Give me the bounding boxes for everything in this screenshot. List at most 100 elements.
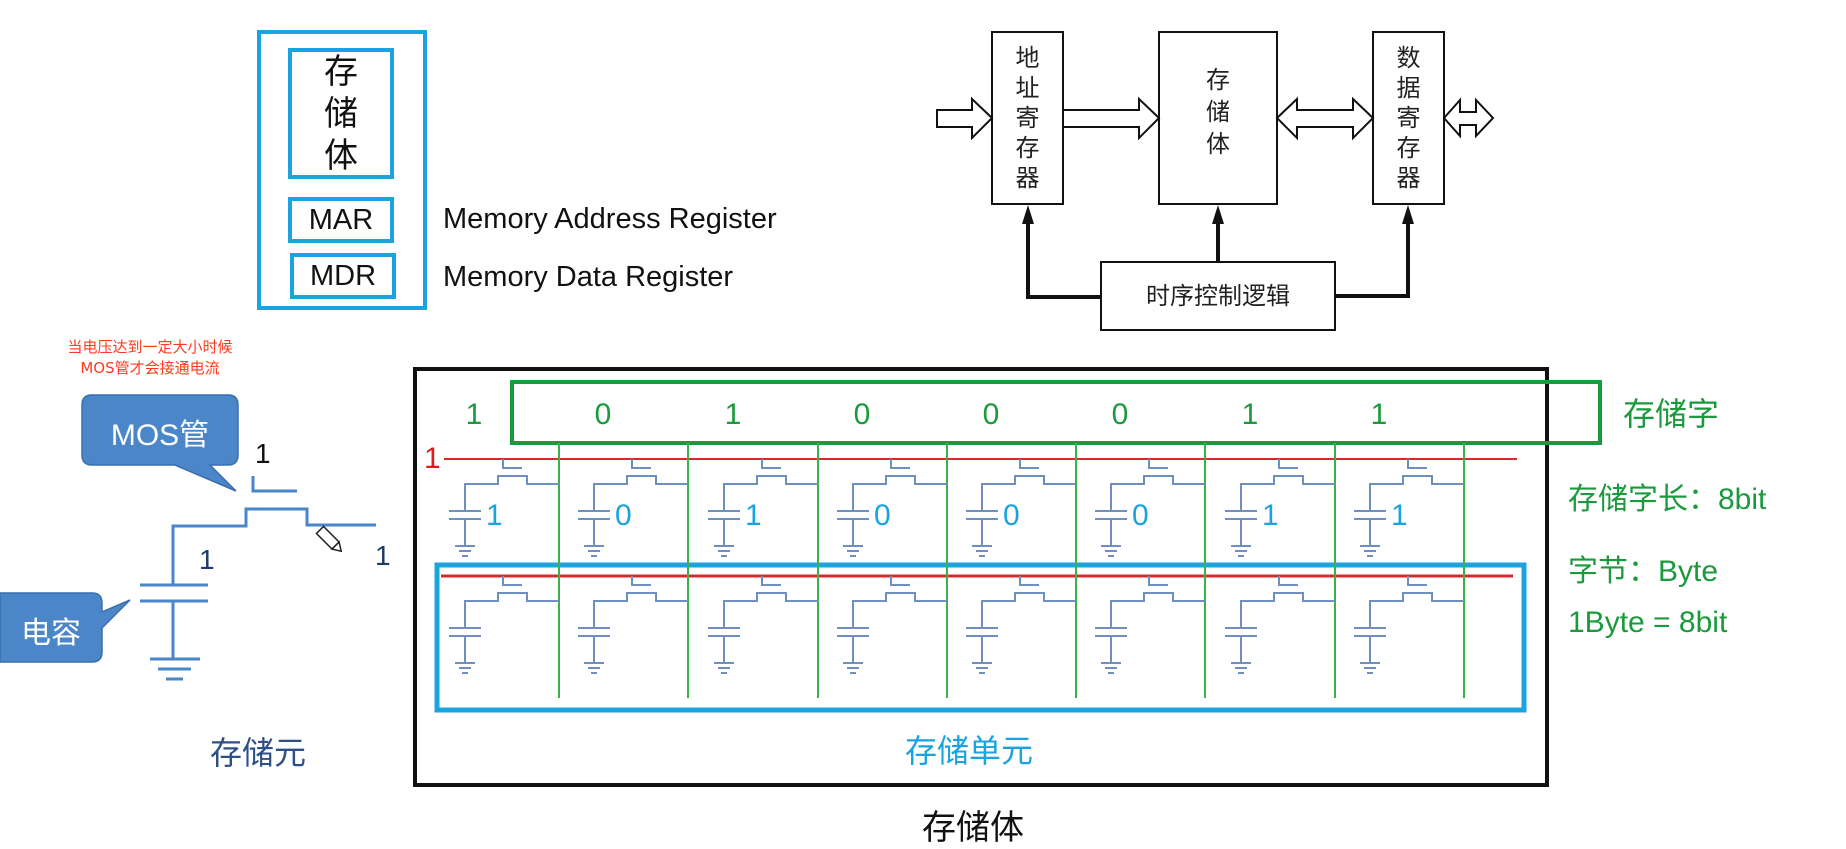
- cell-channel: [1369, 475, 1464, 511]
- cell-gate: [502, 576, 522, 586]
- word-length-label: 存储字长：8bit: [1568, 483, 1767, 516]
- arrowhead-up-icon: [1022, 205, 1034, 224]
- storage-word-bit: 0: [854, 398, 871, 431]
- block-diagram: [936, 31, 1495, 331]
- cell-value: 1: [1262, 499, 1279, 532]
- char: 寄: [1396, 104, 1421, 132]
- memory-cell: [1225, 459, 1335, 557]
- char: 据: [1396, 74, 1421, 102]
- cell-gate: [631, 576, 651, 586]
- cell-gate: [890, 576, 910, 586]
- memory-array-frame: [413, 367, 1549, 787]
- char: 寄: [1015, 104, 1040, 132]
- memory-cell: [837, 576, 947, 674]
- memory-cell: [1354, 576, 1464, 674]
- voltage-note-line2: MOS管才会接通电流: [80, 359, 220, 377]
- storage-body-box: 存 储 体: [288, 48, 394, 179]
- cell-channel: [1240, 475, 1335, 511]
- cell-channel: [723, 475, 818, 511]
- cell-gate: [1407, 576, 1427, 586]
- cell-channel: [593, 475, 688, 511]
- cell-gate: [1148, 459, 1168, 469]
- cell-value: 1: [745, 499, 762, 532]
- mdr-box: MDR: [290, 253, 396, 299]
- char: 器: [1396, 164, 1421, 192]
- mdr-label: MDR: [309, 259, 377, 292]
- cell-channel: [1369, 592, 1464, 628]
- cell-gate: [890, 459, 910, 469]
- cell-gate: [1148, 576, 1168, 586]
- storage-word-bit: 0: [983, 398, 1000, 431]
- memory-cell: [578, 576, 688, 674]
- cell-channel: [593, 592, 688, 628]
- storage-word-bit: 0: [1112, 398, 1129, 431]
- cell-channel: [464, 592, 559, 628]
- char: 器: [1015, 164, 1040, 192]
- char: 存: [1206, 66, 1230, 94]
- mos-callout-bubble: [81, 394, 239, 492]
- cell-value: 0: [874, 499, 891, 532]
- char: 体: [1206, 130, 1230, 158]
- memory-cell: [578, 459, 688, 557]
- capacitor-callout-bubble: [0, 592, 131, 663]
- memory-cell: [1354, 459, 1464, 557]
- char: 储: [1206, 98, 1230, 126]
- pencil-cursor-icon: [315, 525, 343, 553]
- storage-word-bit: 0: [595, 398, 612, 431]
- mar-label: MAR: [308, 203, 374, 236]
- mos-channel: [171, 507, 376, 585]
- storage-word-box: [510, 380, 1602, 445]
- storage-block-label: 存 储 体: [1159, 52, 1277, 172]
- storage-word-bit: 1: [725, 398, 742, 431]
- memory-cell: [1225, 576, 1335, 674]
- gate-terminal: [251, 476, 297, 493]
- storage-char: 体: [324, 135, 358, 176]
- char: 存: [1015, 134, 1040, 162]
- voltage-note-line1: 当电压达到一定大小时候: [67, 338, 233, 356]
- cell-channel: [1240, 592, 1335, 628]
- cell-value: 0: [1132, 499, 1149, 532]
- cell-gate: [761, 576, 781, 586]
- char: 址: [1015, 74, 1040, 102]
- memory-cell-diagram: [0, 394, 376, 681]
- mar-box: MAR: [288, 197, 394, 243]
- storage-unit-box: [434, 562, 1527, 713]
- gate-value: 1: [255, 438, 271, 469]
- cell-channel: [852, 475, 947, 511]
- cell-channel: [1110, 592, 1205, 628]
- memory-cell: [837, 459, 947, 557]
- control-to-address-line: [1026, 222, 1101, 299]
- input-arrow: [936, 96, 994, 141]
- cell-channel: [981, 592, 1076, 628]
- control-to-data-line: [1335, 222, 1410, 298]
- storage-word-bit: 1: [466, 398, 483, 431]
- cell-gate: [502, 459, 522, 469]
- voltage-note: 当电压达到一定大小时候 MOS管才会接通电流: [30, 337, 270, 379]
- arrowhead-up-icon: [1402, 205, 1414, 224]
- storage-char: 存: [324, 51, 358, 92]
- memory-array-caption: 存储体: [922, 808, 1024, 848]
- data-register-label: 数 据 寄 存 器: [1373, 32, 1444, 204]
- char: 数: [1396, 44, 1421, 72]
- cell-channel: [1110, 475, 1205, 511]
- cell-value: 0: [615, 499, 632, 532]
- cell-value: 1: [486, 499, 503, 532]
- byte-equation: 1Byte = 8bit: [1568, 606, 1728, 639]
- storage-data-double-arrow: [1275, 96, 1375, 141]
- capacitor-value: 1: [199, 544, 215, 575]
- address-register-box: [991, 31, 1064, 205]
- word-line-label: 1: [424, 442, 441, 475]
- control-logic-box: [1100, 261, 1336, 331]
- storage-word-bit: 1: [1242, 398, 1259, 431]
- address-to-storage-arrow: [1062, 96, 1161, 141]
- cell-gate: [761, 459, 781, 469]
- cell-gate: [1019, 576, 1039, 586]
- storage-unit-label: 存储单元: [905, 732, 1034, 770]
- cell-channel: [981, 475, 1076, 511]
- memory-cell-caption: 存储元: [210, 734, 307, 772]
- cell-gate: [631, 459, 651, 469]
- mos-callout-label: MOS管: [110, 419, 210, 452]
- cell-channel: [852, 592, 947, 628]
- storage-body-block: [1158, 31, 1278, 205]
